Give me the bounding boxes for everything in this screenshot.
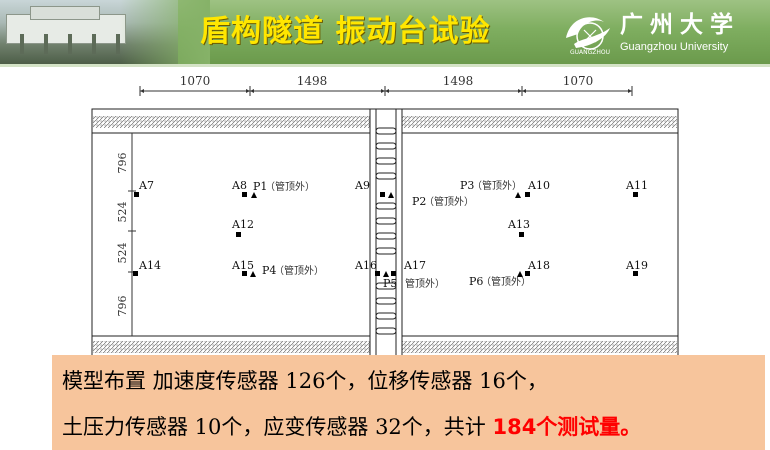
label-A17: A17 (403, 259, 426, 272)
label-P1: P1 (253, 180, 267, 193)
label-A14: A14 (138, 259, 161, 272)
dim-left-2: 524 (116, 202, 129, 223)
label-P6: P6 (469, 275, 483, 288)
sensor-layout-drawing: 1070 1498 1498 1070 (0, 68, 770, 359)
slide-header: 盾构隧道 振动台试验 GUANGZHOU 广州大学 Guangzhou Univ… (0, 0, 770, 64)
label-P4: P4 (262, 264, 276, 277)
dimension-line-top (139, 86, 633, 96)
label-A19: A19 (625, 259, 648, 272)
accelerometer-markers (133, 192, 638, 276)
label-P2: P2 (412, 195, 426, 208)
label-P1-note: （管顶外） (265, 180, 315, 193)
dim-top-1: 1070 (180, 74, 211, 88)
label-A15: A15 (231, 259, 254, 272)
label-P4-note: （管顶外） (274, 264, 324, 277)
summary-line-2-text: 土压力传感器 10个，应变传感器 32个，共计 (62, 415, 493, 439)
dim-top-2: 1498 (297, 74, 328, 88)
university-name: 广州大学 (620, 11, 740, 38)
slide-title: 盾构隧道 振动台试验 (200, 14, 491, 49)
sensor-summary-box: 模型布置 加速度传感器 126个，位移传感器 16个， 土压力传感器 10个，应… (52, 355, 765, 450)
university-logo: GUANGZHOU 广州大学 Guangzhou University (560, 8, 765, 58)
dim-left-3: 524 (116, 243, 129, 264)
label-A7: A7 (138, 179, 154, 192)
label-A11: A11 (625, 179, 648, 192)
svg-text:GUANGZHOU: GUANGZHOU (570, 49, 610, 56)
label-A9: A9 (354, 179, 370, 192)
header-divider (0, 64, 770, 67)
total-measurements-highlight: 184个测试量。 (492, 415, 642, 439)
university-english-name: Guangzhou University (620, 41, 729, 53)
label-A8: A8 (231, 179, 247, 192)
label-P3-note: （管顶外） (472, 179, 522, 192)
dim-top-3: 1498 (443, 74, 474, 88)
label-A10: A10 (527, 179, 550, 192)
dim-left-1: 796 (116, 153, 129, 174)
label-P3: P3 (460, 179, 474, 192)
label-P2-note: （管顶外） (424, 195, 474, 208)
university-emblem-icon: GUANGZHOU (566, 17, 610, 56)
label-P5: P5 (383, 277, 397, 290)
tunnel-shaft (369, 108, 403, 359)
label-A16: A16 (354, 259, 377, 272)
label-A12: A12 (231, 218, 254, 231)
pressure-cell-markers (250, 192, 523, 277)
label-P6-note: （管顶外） (481, 275, 531, 288)
summary-line-1: 模型布置 加速度传感器 126个，位移传感器 16个， (62, 369, 548, 393)
summary-line-2: 土压力传感器 10个，应变传感器 32个，共计 184个测试量。 (62, 413, 641, 441)
label-A13: A13 (507, 218, 530, 231)
dim-top-4: 1070 (563, 74, 594, 88)
label-A18: A18 (527, 259, 550, 272)
dim-left-4: 796 (116, 296, 129, 317)
label-P5-note: 管顶外） (405, 277, 445, 290)
dimension-line-left (128, 133, 136, 336)
